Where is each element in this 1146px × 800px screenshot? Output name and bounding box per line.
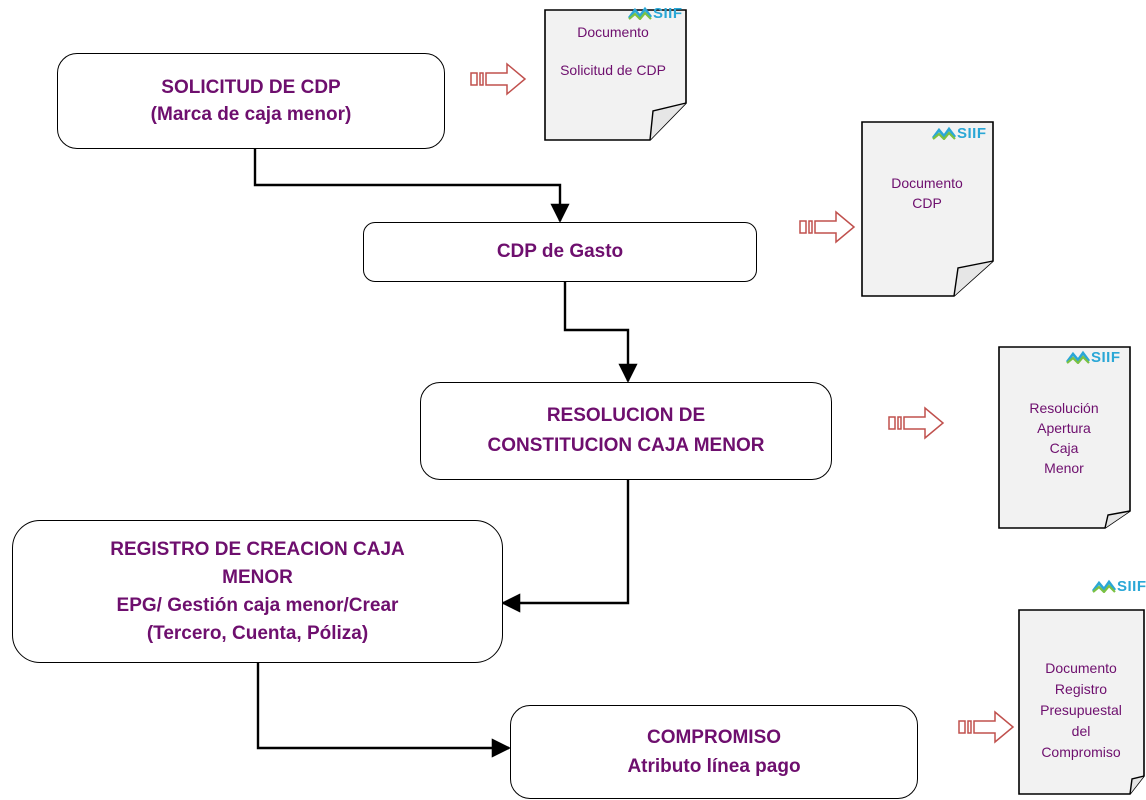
step-solicitud-line2: (Marca de caja menor)	[150, 104, 352, 125]
doc4-line1: Documento	[1045, 660, 1117, 676]
siif-logo: SIIF	[1092, 577, 1146, 595]
siif-logo: SIIF	[628, 4, 683, 22]
document-icon	[544, 9, 687, 141]
doc3-line2: Apertura	[1037, 420, 1091, 436]
siif-mountain-icon	[628, 6, 652, 20]
step-resolucion-line1: RESOLUCION DE	[546, 405, 706, 426]
hollow-arrow-icon	[888, 406, 945, 440]
siif-mountain-icon	[1092, 579, 1116, 593]
doc2-line1: Documento	[891, 175, 963, 191]
step-resolucion: RESOLUCION DE CONSTITUCION CAJA MENOR	[420, 382, 832, 480]
siif-logo: SIIF	[932, 124, 987, 142]
connector-resolucion-to-registro	[501, 479, 630, 613]
step-compromiso-line1: COMPROMISO	[646, 727, 782, 748]
doc4-line4: del	[1071, 723, 1091, 739]
step-cdp-gasto: CDP de Gasto	[363, 222, 757, 282]
connector-registro-to-compromiso	[256, 662, 511, 758]
siif-logo: SIIF	[1066, 348, 1121, 366]
step-registro-line2: MENOR	[222, 566, 293, 588]
siif-mountain-icon	[1066, 350, 1090, 364]
document-icon	[1018, 609, 1145, 795]
doc2-line2: CDP	[912, 195, 942, 211]
step-registro-line4: (Tercero, Cuenta, Póliza)	[146, 622, 369, 644]
document-icon	[998, 346, 1131, 529]
step-resolucion-line2: CONSTITUCION CAJA MENOR	[487, 435, 765, 456]
siif-mountain-icon	[932, 126, 956, 140]
document-registro-label: Documento Registro Presupuestal del Comp…	[1019, 658, 1143, 763]
doc3-line1: Resolución	[1029, 400, 1099, 416]
siif-logo-text: SIIF	[957, 124, 987, 142]
document-resolucion-label: Resolución Apertura Caja Menor	[999, 398, 1129, 478]
doc4-line3: Presupuestal	[1040, 702, 1122, 718]
document-cdp-label: Documento CDP	[862, 173, 992, 213]
hollow-arrow-icon	[799, 210, 856, 244]
document-icon	[861, 121, 994, 297]
doc3-line3: Caja	[1049, 440, 1079, 456]
siif-logo-text: SIIF	[653, 4, 683, 22]
hollow-arrow-icon	[958, 710, 1015, 744]
step-solicitud-line1: SOLICITUD DE CDP	[161, 77, 341, 98]
connector-solicitud-to-cdp	[253, 148, 570, 223]
document-solicitud-label: Documento Solicitud de CDP	[548, 22, 678, 80]
step-registro-line3: EPG/ Gestión caja menor/Crear	[116, 594, 399, 616]
doc3-line4: Menor	[1044, 460, 1084, 476]
step-solicitud-cdp: SOLICITUD DE CDP (Marca de caja menor)	[57, 53, 445, 149]
step-compromiso: COMPROMISO Atributo línea pago	[510, 705, 918, 799]
step-registro-line1: REGISTRO DE CREACION CAJA	[110, 538, 405, 560]
doc4-line2: Registro	[1054, 681, 1108, 697]
hollow-arrow-icon	[470, 62, 527, 96]
step-registro-creacion: REGISTRO DE CREACION CAJA MENOR EPG/ Ges…	[12, 520, 503, 663]
step-compromiso-line2: Atributo línea pago	[627, 756, 801, 777]
siif-logo-text: SIIF	[1091, 348, 1121, 366]
doc4-line5: Compromiso	[1041, 744, 1121, 760]
step-cdp-gasto-line1: CDP de Gasto	[496, 241, 624, 262]
siif-logo-text: SIIF	[1117, 577, 1146, 595]
doc1-line2: Solicitud de CDP	[560, 62, 666, 78]
connector-cdp-to-resolucion	[563, 281, 638, 383]
doc1-line1: Documento	[577, 24, 649, 40]
